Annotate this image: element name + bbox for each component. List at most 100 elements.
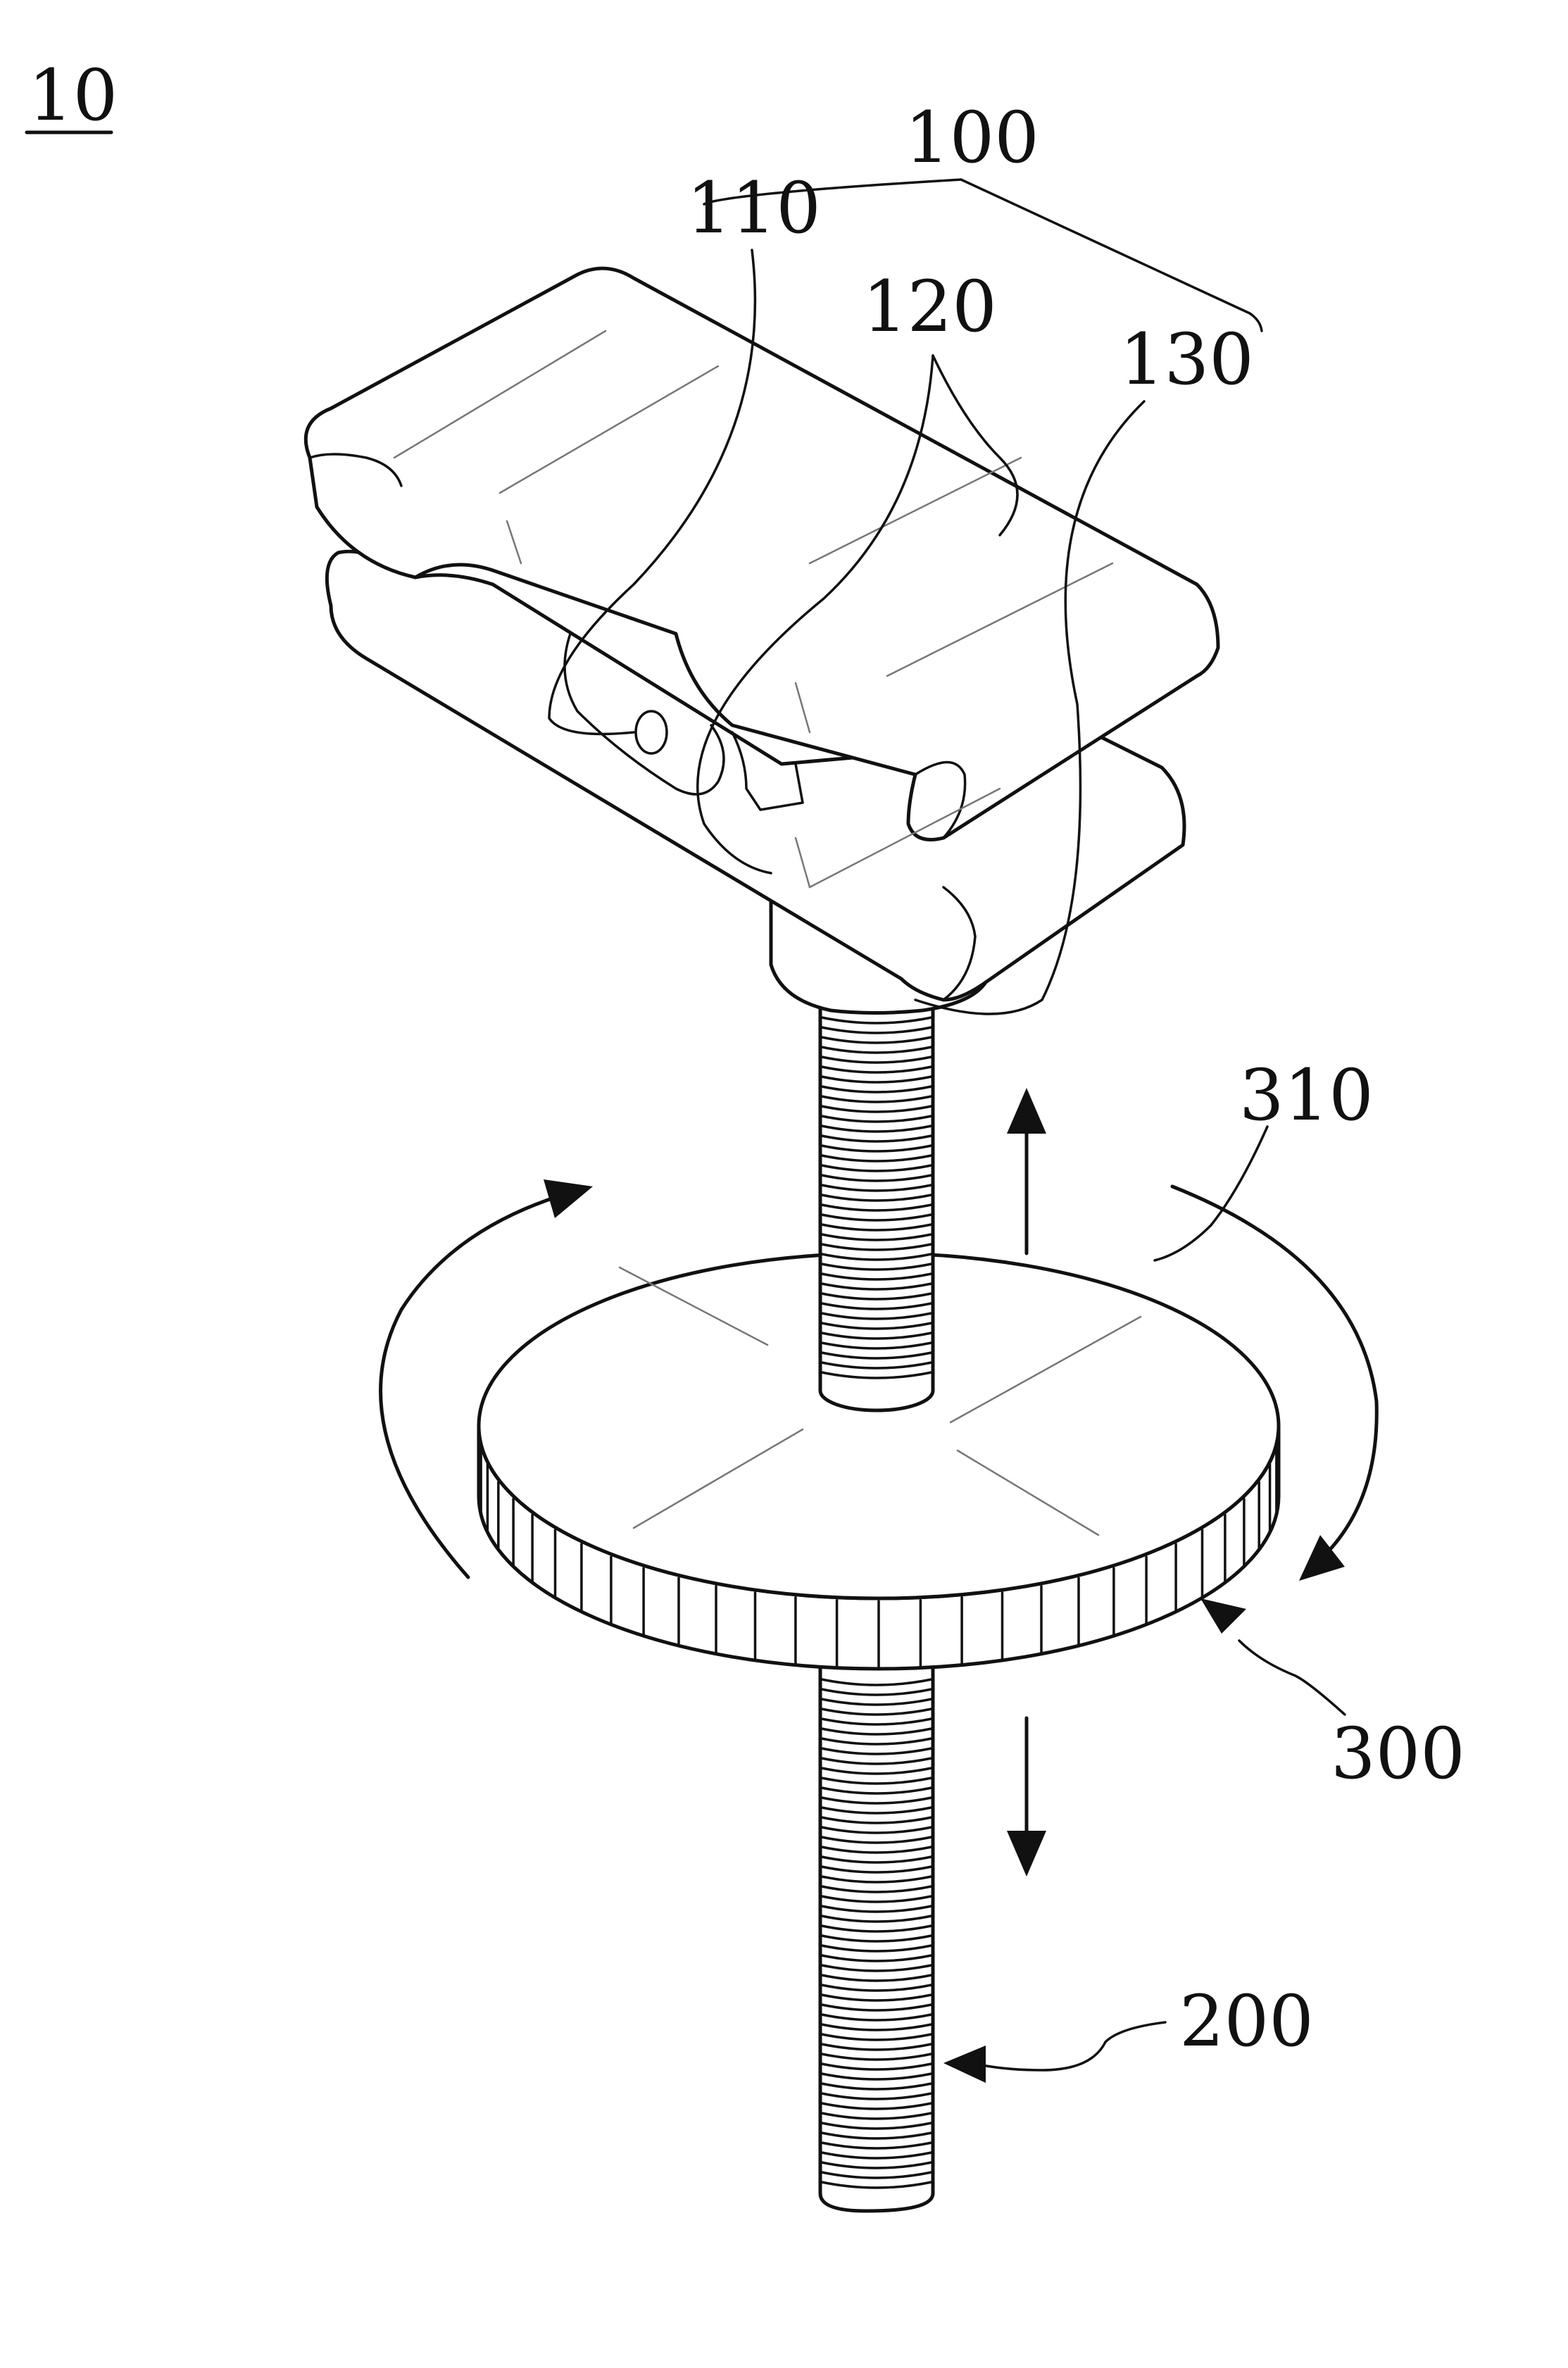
label-pivot-hole: 110 <box>686 167 821 249</box>
thread-line <box>820 2023 933 2031</box>
surface-hatch <box>498 365 720 494</box>
thread-line <box>820 1915 933 1923</box>
thread-line <box>820 1727 933 1736</box>
thread-line <box>820 1767 933 1775</box>
thread-line <box>820 1944 933 1953</box>
thread-line <box>820 1924 933 1933</box>
thread-line <box>820 1322 933 1330</box>
thread-line <box>820 1144 933 1153</box>
figure-reference: 10 <box>25 54 118 137</box>
wheel-knurl <box>479 1445 1278 1670</box>
thread-line <box>820 1806 933 1815</box>
thread-line <box>820 1302 933 1310</box>
thread-line <box>820 1292 933 1301</box>
surface-hatch <box>393 330 607 459</box>
thread-line <box>820 1174 933 1182</box>
thread-line <box>820 1786 933 1795</box>
thread-line <box>820 1154 933 1163</box>
hinge-cutout <box>563 632 725 796</box>
thread-line <box>820 1895 933 1903</box>
surface-hatch <box>886 562 1114 677</box>
thread-line <box>820 1836 933 1844</box>
leader-threaded-rod <box>977 2021 1167 2072</box>
surface-hatch <box>794 837 811 889</box>
thread-line <box>820 1115 933 1123</box>
label-jaw: 120 <box>863 265 997 348</box>
thread-line <box>820 1253 933 1261</box>
thread-line <box>820 1065 933 1074</box>
thread-line <box>820 1934 933 1943</box>
thread-line <box>820 2062 933 2071</box>
thread-line <box>820 2171 933 2179</box>
hinge-slot <box>731 731 804 811</box>
thread-line <box>820 1865 933 1874</box>
brace-clip-assembly <box>703 178 1263 332</box>
leader-adjustment-wheel-head <box>1200 1598 1246 1634</box>
thread-line <box>820 1371 933 1379</box>
thread-line <box>820 1164 933 1172</box>
thread-line <box>820 2112 933 2120</box>
leader-pivot-hole <box>548 249 757 736</box>
thread-line <box>820 2131 933 2140</box>
thread-line <box>820 1046 933 1054</box>
thread-line <box>820 2141 933 2150</box>
rod-lower-threads <box>820 1678 933 2189</box>
thread-line <box>820 2082 933 2091</box>
wheel-center-line <box>618 1266 769 1346</box>
thread-line <box>820 1964 933 1972</box>
thread-line <box>820 2122 933 2130</box>
thread-line <box>820 1855 933 1864</box>
thread-line <box>820 1984 933 1992</box>
label-base-socket: 130 <box>1119 318 1254 401</box>
thread-line <box>820 1757 933 1765</box>
thread-line <box>820 1826 933 1834</box>
rotation-arrow-right-head <box>1299 1535 1345 1581</box>
thread-line <box>820 1708 933 1716</box>
pivot-hole <box>634 710 668 755</box>
thread-line <box>820 1905 933 1913</box>
thread-line <box>820 1816 933 1824</box>
thread-line <box>820 1036 933 1044</box>
lower-jaw <box>325 549 1186 1002</box>
thread-line <box>820 1341 933 1350</box>
thread-line <box>820 2033 933 2041</box>
arrow-down-head <box>1007 1831 1046 1877</box>
label-wheel-top-face: 310 <box>1239 1054 1374 1136</box>
wheel-center-line <box>949 1315 1142 1424</box>
thread-line <box>820 1233 933 1241</box>
thread-line <box>820 1263 933 1271</box>
thread-line <box>820 1085 933 1094</box>
thread-line <box>820 1194 933 1202</box>
lower-jaw-tip <box>942 886 977 1001</box>
thread-line <box>820 2072 933 2081</box>
thread-line <box>820 1717 933 1726</box>
motion-arrows <box>379 1088 1379 1877</box>
upper-jaw-rear-curve <box>308 453 403 487</box>
rotation-arrow-left-head <box>544 1179 593 1218</box>
thread-line <box>820 2043 933 2051</box>
thread-line <box>820 1351 933 1360</box>
surface-hatch <box>808 456 1022 565</box>
thread-line <box>820 1332 933 1340</box>
wheel-center-line <box>632 1428 804 1529</box>
thread-line <box>820 1954 933 1962</box>
thread-line <box>820 2161 933 2169</box>
thread-line <box>820 1312 933 1320</box>
thread-line <box>820 1875 933 1884</box>
leader-lines <box>548 178 1346 2083</box>
label-threaded-rod: 200 <box>1179 1980 1314 2062</box>
thread-line <box>820 1885 933 1893</box>
thread-line <box>820 1016 933 1025</box>
thread-line <box>820 1272 933 1281</box>
surface-hatch <box>794 682 811 734</box>
thread-line <box>820 2003 933 2012</box>
leader-jaw-upper <box>932 354 1019 537</box>
thread-line <box>820 2151 933 2160</box>
threaded-rod-lower <box>818 1667 935 2213</box>
thread-line <box>820 1846 933 1854</box>
thread-line <box>820 1184 933 1192</box>
thread-line <box>820 1282 933 1291</box>
rotation-arrow-right <box>1170 1184 1379 1558</box>
thread-line <box>820 1105 933 1113</box>
thread-line <box>820 1993 933 2002</box>
